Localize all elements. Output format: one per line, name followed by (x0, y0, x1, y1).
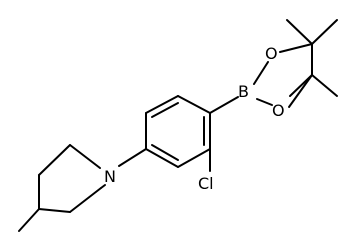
bond (256, 98, 273, 106)
atom-labels: N Cl B O O (104, 44, 285, 193)
bond-lines (18, 19, 338, 232)
bond (145, 95, 179, 114)
bond (69, 187, 102, 213)
bond (100, 184, 106, 189)
bond (311, 19, 338, 45)
bond (145, 148, 179, 168)
bond (209, 96, 239, 114)
atom-label-boron: B (238, 82, 249, 101)
bond (38, 144, 71, 176)
bond (151, 144, 179, 161)
bond (289, 74, 313, 97)
bond (311, 74, 338, 97)
bond (151, 102, 179, 118)
bond (177, 95, 211, 114)
bond (286, 19, 313, 45)
atom-label-oxygen-bottom: O (272, 101, 285, 120)
atom-label-oxygen-top: O (265, 44, 278, 63)
bond (18, 208, 40, 232)
bond (288, 74, 313, 108)
bond (69, 144, 101, 169)
bond (38, 208, 71, 213)
atom-label-chlorine: Cl (198, 174, 214, 193)
bond (177, 148, 211, 168)
bond (118, 148, 147, 167)
bond (253, 61, 269, 85)
bond (279, 43, 313, 53)
atom-label-nitrogen: N (104, 167, 116, 186)
